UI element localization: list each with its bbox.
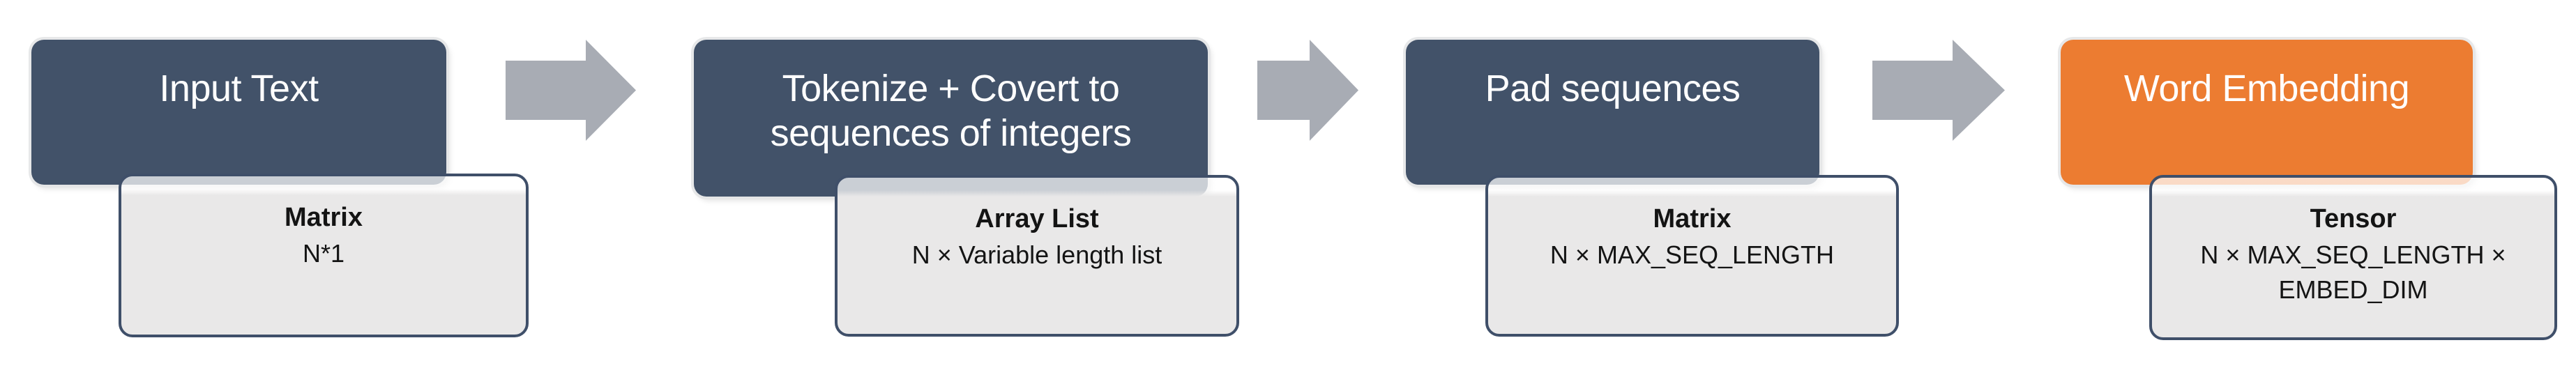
arrow-right-icon [1257, 40, 1358, 141]
step-label: Input Text [159, 68, 319, 109]
step-box-input-text: Input Text [31, 40, 446, 185]
card-title: Matrix [1653, 204, 1732, 233]
arrow-right-icon [506, 40, 636, 141]
card-title: Tensor [2310, 204, 2397, 233]
step-label: Tokenize + Covert to sequences of intege… [770, 68, 1132, 154]
step-box-word-embedding: Word Embedding [2061, 40, 2473, 185]
step-box-pad-sequences: Pad sequences [1406, 40, 1819, 185]
step-label: Pad sequences [1485, 68, 1741, 109]
shape-card-pad-sequences: Matrix N × MAX_SEQ_LENGTH [1485, 175, 1899, 337]
step-box-tokenize-convert: Tokenize + Covert to sequences of intege… [694, 40, 1208, 197]
card-value: N*1 [302, 239, 345, 268]
card-value: N × Variable length list [911, 240, 1162, 269]
arrow-right-icon [1872, 40, 2005, 141]
shape-card-tokenize-convert: Array List N × Variable length list [835, 175, 1239, 337]
card-title: Array List [975, 204, 1099, 233]
step-label: Word Embedding [2123, 68, 2410, 109]
card-value: N × MAX_SEQ_LENGTH × EMBED_DIM [2200, 240, 2506, 304]
card-title: Matrix [285, 203, 363, 232]
shape-card-word-embedding: Tensor N × MAX_SEQ_LENGTH × EMBED_DIM [2149, 175, 2557, 340]
shape-card-input-text: Matrix N*1 [119, 174, 529, 337]
card-value: N × MAX_SEQ_LENGTH [1550, 240, 1835, 269]
